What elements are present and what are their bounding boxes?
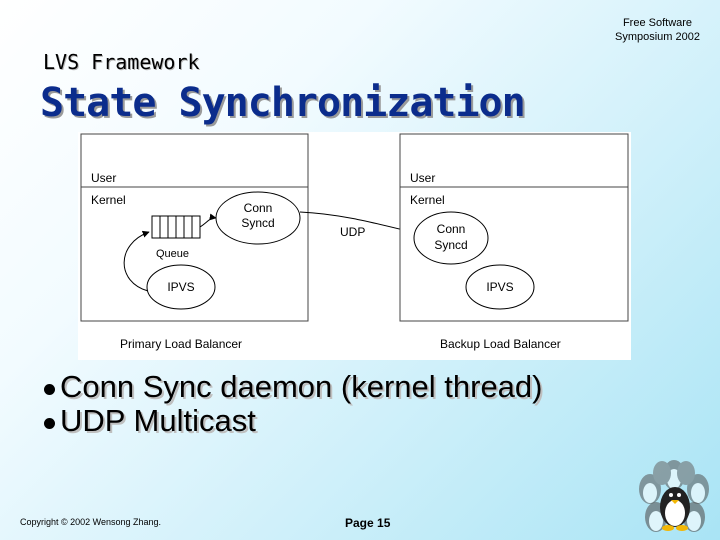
ipvs-to-queue-arrow xyxy=(123,230,150,292)
udp-label: UDP xyxy=(340,225,365,239)
queue-label: Queue xyxy=(156,248,189,260)
state-sync-diagram: User Kernel Queue Conn Syncd IPVS Primar… xyxy=(78,132,631,360)
primary-ipvs-label: IPVS xyxy=(167,280,194,294)
primary-load-balancer: User Kernel Queue Conn Syncd IPVS xyxy=(80,133,309,322)
queue-to-syncd-arrow xyxy=(199,213,217,228)
linux-penguins-logo-icon xyxy=(639,460,709,532)
bullet-item: UDP Multicast xyxy=(44,404,542,438)
section-title: LVS Framework xyxy=(43,50,200,74)
primary-user-label: User xyxy=(91,171,116,185)
queue-icon xyxy=(151,215,201,239)
backup-ipvs-node xyxy=(465,264,535,310)
backup-user-label: User xyxy=(410,171,435,185)
conference-label: Free Software Symposium 2002 xyxy=(615,16,700,44)
backup-kernel-label: Kernel xyxy=(410,193,445,207)
bullet-list: Conn Sync daemon (kernel thread) UDP Mul… xyxy=(44,370,542,438)
primary-kernel-label: Kernel xyxy=(91,193,126,207)
bullet-text: UDP Multicast xyxy=(60,403,256,438)
primary-ipvs-node xyxy=(146,264,216,310)
page-number: Page 15 xyxy=(345,516,391,530)
backup-caption: Backup Load Balancer xyxy=(440,337,561,351)
backup-load-balancer: User Kernel Conn Syncd IPVS xyxy=(399,133,629,322)
backup-ipvs-label: IPVS xyxy=(486,280,513,294)
bullet-marker-icon xyxy=(44,383,55,395)
primary-conn-syncd-line-2: Syncd xyxy=(241,216,274,230)
bullet-text: Conn Sync daemon (kernel thread) xyxy=(60,369,543,404)
copyright-notice: Copyright © 2002 Wensong Zhang. xyxy=(20,517,162,527)
conference-line-2: Symposium 2002 xyxy=(615,31,700,43)
backup-conn-syncd-line-2: Syncd xyxy=(434,238,467,252)
backup-conn-syncd-line-1: Conn xyxy=(437,222,466,236)
primary-conn-syncd-line-1: Conn xyxy=(244,201,273,215)
bullet-item: Conn Sync daemon (kernel thread) xyxy=(44,370,542,404)
primary-caption: Primary Load Balancer xyxy=(120,337,242,351)
bullet-marker-icon xyxy=(44,417,55,429)
backup-conn-syncd-node xyxy=(413,211,489,265)
slide-title: State Synchronization xyxy=(40,80,526,126)
conference-line-1: Free Software xyxy=(622,17,693,29)
